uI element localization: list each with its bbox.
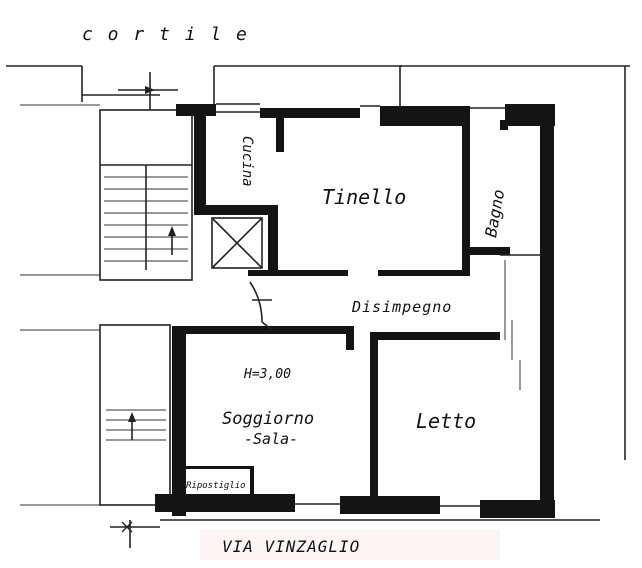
label-height: H=3,00	[243, 367, 291, 382]
label-hall: Disimpegno	[351, 298, 452, 316]
windows	[160, 103, 600, 521]
label-bedroom: Letto	[416, 409, 476, 433]
label-bath: Bagno	[481, 188, 508, 239]
label-dining: Tinello	[322, 185, 406, 209]
walls	[155, 104, 555, 518]
label-living: Soggiorno	[222, 409, 314, 429]
courtyard-boundary	[6, 65, 630, 506]
label-street: VIA VINZAGLIO	[222, 537, 360, 556]
label-courtyard: c o r t i l e	[82, 24, 249, 45]
label-closet: Ripostiglio	[186, 481, 246, 491]
dimension-marks	[110, 86, 178, 548]
door-swing	[249, 281, 273, 331]
elevator-shaft	[211, 217, 263, 269]
stairwell	[99, 109, 193, 506]
label-living-sub: -Sala-	[244, 430, 298, 448]
watermark	[200, 530, 500, 560]
label-kitchen: Cucina	[239, 136, 255, 187]
